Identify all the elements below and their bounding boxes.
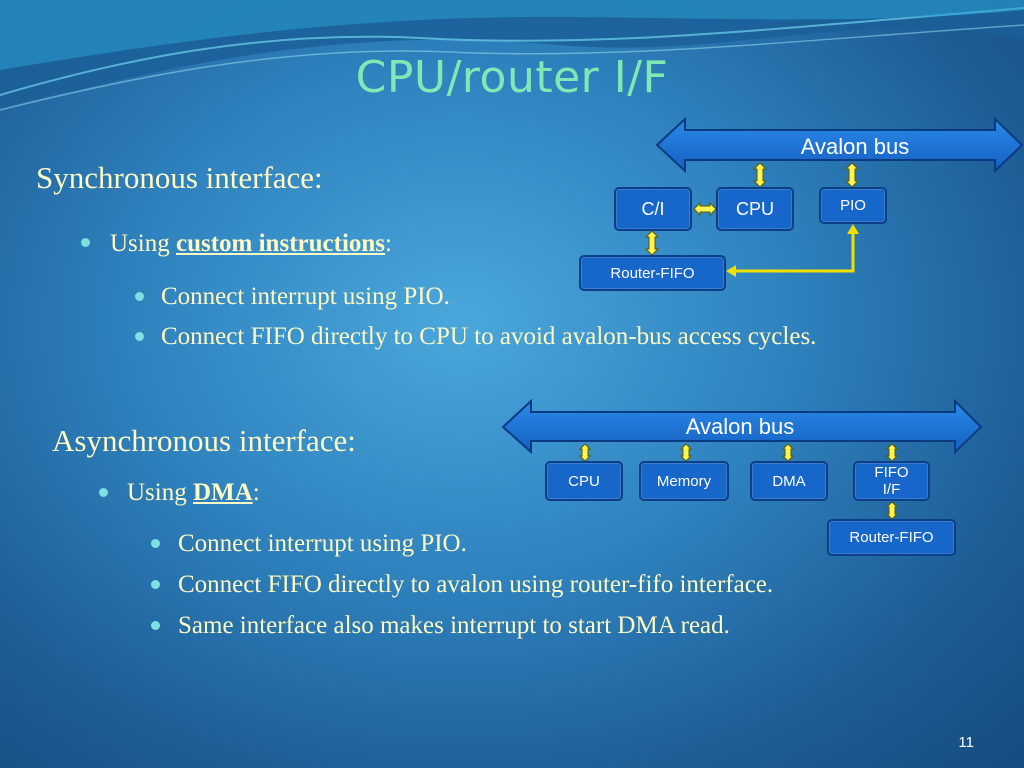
sync-bullet-1: Connect interrupt using PIO.	[161, 283, 450, 310]
slide-title: CPU/router I/F	[355, 52, 669, 103]
async-cpu-box: CPU	[545, 461, 623, 501]
dma-link[interactable]: DMA	[192, 479, 253, 506]
fifo-if-line1: FIFO	[874, 464, 909, 481]
sync-ci-cpu-connector	[693, 201, 717, 217]
async-using-prefix: Using	[127, 479, 193, 506]
async-router-fifo-box: Router-FIFO	[827, 519, 956, 556]
async-using-line: Using DMA:	[127, 476, 260, 510]
sync-using-line: Using custom instructions:	[110, 227, 392, 261]
async-avalon-bus-label: Avalon bus	[685, 414, 795, 439]
async-cpu-bus-connector	[578, 443, 592, 462]
async-using-suffix: :	[252, 479, 260, 506]
sync-pio-box: PIO	[819, 187, 887, 224]
fifo-if-line2: I/F	[882, 481, 901, 498]
decorative-wave	[0, 0, 1024, 111]
async-heading: Asynchronous interface:	[52, 423, 356, 458]
async-dma-box: DMA	[750, 461, 828, 501]
bullet-dot	[81, 238, 90, 247]
sync-avalon-bus-label: Avalon bus	[800, 134, 910, 159]
sync-ci-fifo-connector	[644, 230, 660, 256]
sync-pio-arrowhead	[847, 224, 859, 234]
async-bullet-3: Same interface also makes interrupt to s…	[178, 612, 730, 639]
async-memory-box: Memory	[639, 461, 729, 501]
async-fifo-if-box: FIFO I/F	[853, 461, 930, 501]
sync-pio-bus-connector	[844, 162, 860, 188]
bullet-dot	[135, 292, 144, 301]
sync-fifo-arrowhead	[726, 265, 736, 277]
async-fifo-router-connector	[885, 501, 899, 520]
sync-router-fifo-box: Router-FIFO	[579, 255, 726, 291]
sync-ci-box: C/I	[614, 187, 692, 231]
bullet-dot	[151, 621, 160, 630]
bullet-dot	[151, 580, 160, 589]
sync-cpu-box: CPU	[716, 187, 794, 231]
async-fifo-bus-connector	[885, 443, 899, 462]
page-number: 11	[958, 734, 974, 751]
sync-bullet-2: Connect FIFO directly to CPU to avoid av…	[161, 323, 817, 350]
bullet-dot	[135, 332, 144, 341]
async-bullet-1: Connect interrupt using PIO.	[178, 530, 467, 557]
async-dma-bus-connector	[781, 443, 795, 462]
sync-cpu-bus-connector	[752, 162, 768, 188]
custom-instructions-link[interactable]: custom instructions	[175, 230, 386, 257]
bullet-dot	[151, 539, 160, 548]
bullet-dot	[99, 488, 108, 497]
sync-pio-fifo-link	[735, 232, 855, 273]
sync-heading: Synchronous interface:	[36, 160, 323, 195]
sync-using-prefix: Using	[110, 230, 176, 257]
async-bullet-2: Connect FIFO directly to avalon using ro…	[178, 571, 774, 598]
async-memory-bus-connector	[679, 443, 693, 462]
sync-using-suffix: :	[385, 230, 392, 257]
